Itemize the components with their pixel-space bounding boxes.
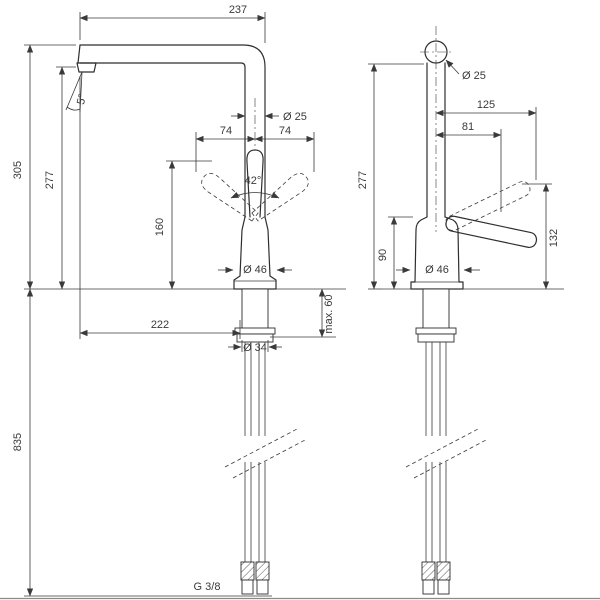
hose-connector [421, 561, 436, 581]
dim-label-125: 125 [477, 99, 495, 111]
label-connection-thread: G 3/8 [194, 581, 221, 593]
dim-base-diameter-front: Ø 46 [218, 264, 292, 276]
dim-outlet-height-front: 277 [44, 66, 76, 290]
dim-pipe-diameter-front: Ø 25 [231, 111, 307, 123]
dim-spout-reach: 237 [79, 4, 266, 43]
dim-label-42deg: 42° [245, 175, 262, 187]
dim-handle-angle: 42° [230, 175, 280, 199]
side-under-deck [382, 288, 564, 595]
break-mark [224, 428, 298, 468]
dim-label-74-left: 74 [220, 125, 232, 137]
break-mark [413, 439, 487, 479]
side-faucet-body [410, 216, 464, 290]
handle-lever [201, 149, 309, 222]
dim-handle-height: 160 [154, 160, 212, 290]
dim-total-height: 305 [12, 44, 76, 290]
dim-shank-diameter: Ø 34 [228, 340, 282, 354]
dim-label-d25-side: Ø 25 [462, 70, 486, 82]
dim-label-277-front: 277 [44, 171, 56, 189]
dim-depth-handle: 81 [435, 121, 502, 212]
dim-label-132: 132 [548, 229, 560, 247]
dim-label-81: 81 [462, 121, 474, 133]
dim-label-d34: Ø 34 [243, 342, 267, 354]
front-view: 237 305 277 5° Ø 25 [12, 4, 346, 597]
dim-pipe-diameter-side: Ø 25 [445, 59, 486, 82]
side-handle-lever [445, 181, 538, 249]
dim-max-deck-thickness: max. 60 [270, 288, 336, 338]
dim-base-diameter-side: Ø 46 [396, 264, 480, 276]
dim-body-height: 90 [377, 216, 413, 290]
dim-label-237: 237 [229, 4, 247, 16]
spout-outline [76, 44, 266, 218]
front-under-deck [64, 288, 346, 595]
dim-hose-length: 835 [12, 288, 272, 597]
dim-handle-tip-height: 132 [522, 183, 560, 290]
faucet-body [233, 216, 277, 290]
dim-label-max60: max. 60 [323, 294, 335, 333]
dim-handle-swing: 74 74 [195, 125, 315, 172]
break-mark [232, 439, 306, 479]
hose-connector [240, 561, 255, 581]
hose-connector [436, 561, 451, 581]
break-mark [405, 428, 479, 468]
dim-label-160: 160 [154, 218, 166, 236]
dim-label-d46-side: Ø 46 [425, 264, 449, 276]
dim-label-305: 305 [12, 161, 24, 179]
dim-label-5deg: 5° [75, 93, 89, 106]
dim-outlet-to-axis: 222 [79, 76, 241, 339]
dim-label-222: 222 [151, 319, 169, 331]
dim-label-74-right: 74 [279, 125, 291, 137]
dim-label-835: 835 [12, 433, 24, 451]
dim-depth-total: 125 [435, 99, 537, 180]
dim-label-d46-front: Ø 46 [243, 264, 267, 276]
dim-outlet-height-side: 277 [357, 63, 424, 290]
dim-label-277-side: 277 [357, 171, 369, 189]
dim-label-90: 90 [377, 249, 389, 261]
hose-connector [255, 561, 270, 581]
side-view: Ø 25 125 81 277 90 [357, 26, 564, 595]
dim-label-d25-front: Ø 25 [283, 111, 307, 123]
dim-spout-angle: 5° [65, 71, 89, 113]
